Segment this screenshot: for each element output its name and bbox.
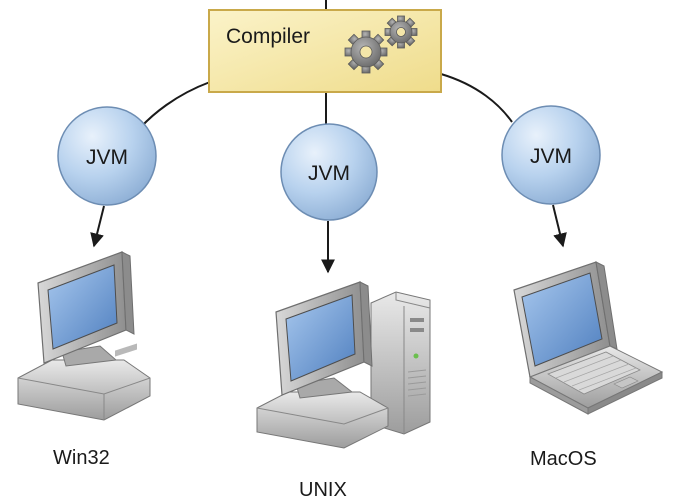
compiler-label: Compiler [226, 25, 310, 48]
jvm-label: JVM [530, 145, 572, 168]
compiler-box: Compiler [208, 9, 442, 93]
arrow-jvm-macos [552, 204, 567, 248]
platform-label-unix: UNIX [299, 479, 347, 501]
laptop-icon [513, 261, 664, 415]
desktop-monitor-icon [17, 251, 151, 421]
jvm-node-macos: JVM [501, 105, 601, 205]
platform-label-win32: Win32 [53, 447, 110, 469]
connector-compiler-jvm-win32 [139, 81, 211, 129]
jvm-node-unix: JVM [280, 123, 378, 221]
gears-icon [344, 15, 418, 74]
connector-compiler-jvm-macos [440, 73, 513, 123]
jvm-label: JVM [86, 146, 128, 169]
jvm-node-win32: JVM [57, 106, 157, 206]
jvm-label: JVM [308, 162, 350, 185]
arrow-jvm-win32 [90, 205, 105, 248]
platform-label-macos: MacOS [530, 448, 597, 470]
desktop-tower-icon [256, 281, 431, 449]
